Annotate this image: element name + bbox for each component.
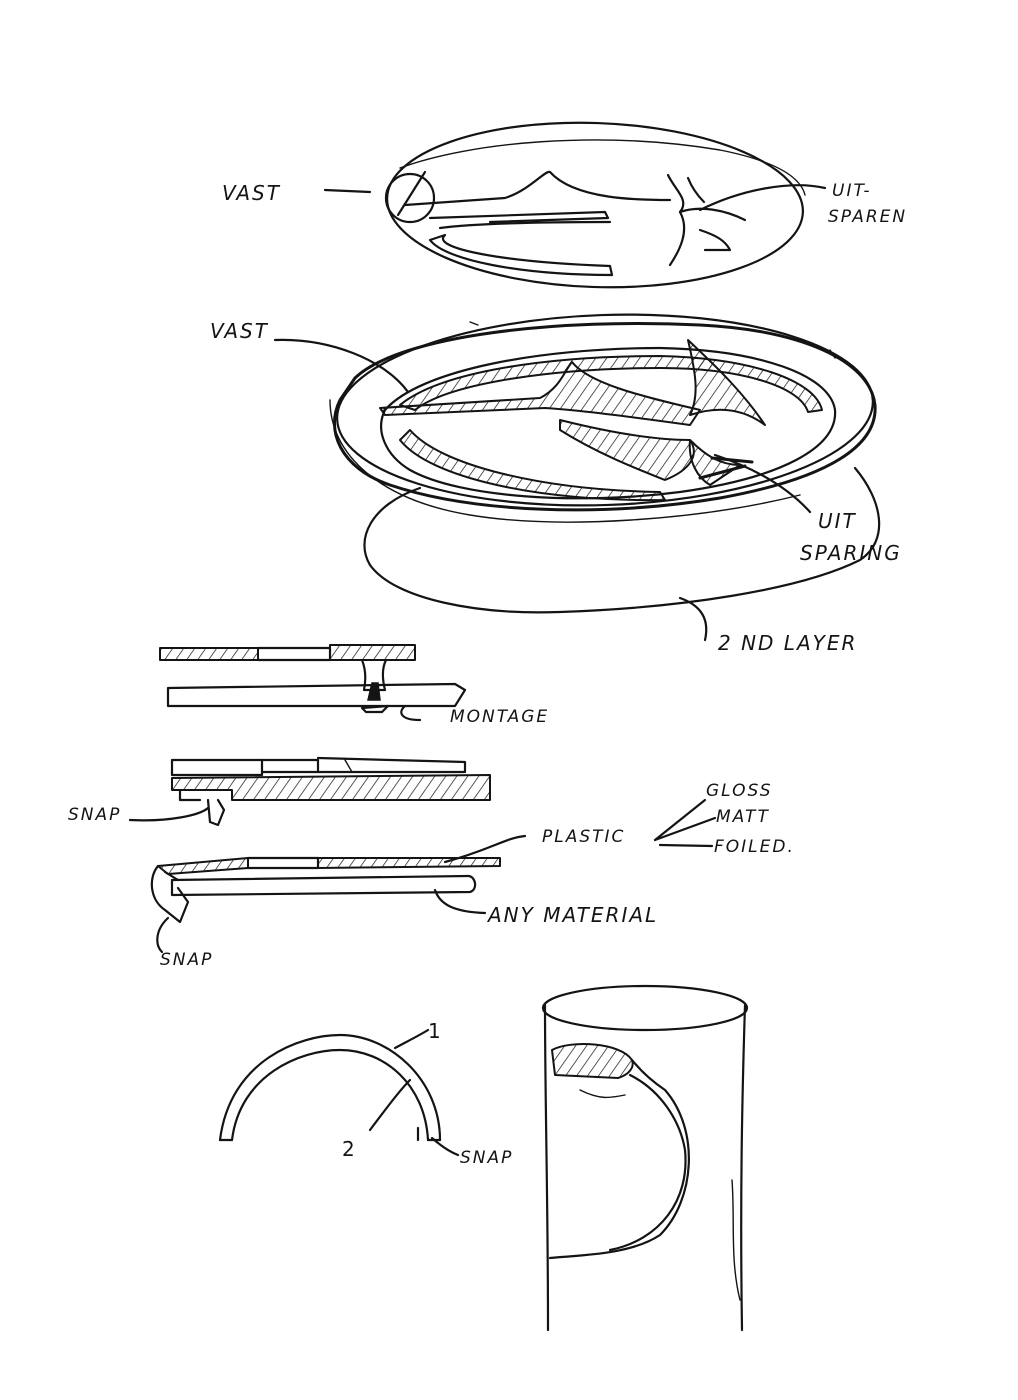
label-any-material: ANY MATERIAL bbox=[486, 903, 658, 927]
leader-montage bbox=[400, 704, 422, 722]
leader-uitsparen-top bbox=[698, 184, 827, 212]
label-snap-1: SNAP bbox=[68, 805, 121, 825]
label-snap-2: SNAP bbox=[160, 950, 213, 970]
leader-snap-2 bbox=[156, 916, 170, 954]
label-montage: MONTAGE bbox=[450, 707, 549, 727]
pole-with-clip bbox=[541, 984, 749, 1332]
leader-matt bbox=[653, 816, 717, 842]
section-montage bbox=[159, 644, 467, 714]
leader-uitsparing bbox=[713, 453, 812, 514]
label-plastic: PLASTIC bbox=[542, 827, 625, 847]
label-snap-3: SNAP bbox=[460, 1148, 513, 1168]
leader-second-layer bbox=[678, 596, 708, 642]
section-plastic-cover bbox=[150, 856, 501, 924]
label-vast-mid: VAST bbox=[210, 319, 269, 343]
leader-any-material bbox=[433, 888, 487, 915]
label-uitsparen-top-1: UIT- bbox=[832, 181, 872, 201]
arc-clip bbox=[218, 1033, 442, 1142]
label-foiled: FOILED. bbox=[714, 837, 795, 857]
label-uitsparen-top-2: SPAREN bbox=[828, 207, 907, 227]
label-second-layer: 2 ND LAYER bbox=[718, 631, 857, 655]
leader-snap-3 bbox=[430, 1136, 460, 1157]
emblem-top-view bbox=[384, 121, 806, 289]
section-snap bbox=[170, 756, 491, 827]
leader-foiled bbox=[658, 843, 714, 848]
leader-snap-1 bbox=[128, 806, 210, 822]
leader-gloss bbox=[653, 798, 707, 842]
label-part-1: 1 bbox=[428, 1019, 441, 1043]
label-uitsparing-2: SPARING bbox=[800, 541, 902, 565]
label-matt: MATT bbox=[716, 807, 770, 827]
leader-part-1 bbox=[393, 1028, 430, 1050]
label-vast-top: VAST bbox=[222, 181, 281, 205]
leader-part-2 bbox=[368, 1078, 412, 1132]
emblem-perspective bbox=[329, 313, 881, 614]
leader-plastic bbox=[443, 834, 527, 864]
leader-vast-top bbox=[323, 188, 372, 194]
label-uitsparing-1: UIT bbox=[818, 509, 857, 533]
label-part-2: 2 bbox=[342, 1137, 355, 1161]
leader-vast-mid bbox=[273, 338, 410, 394]
label-gloss: GLOSS bbox=[706, 781, 772, 801]
